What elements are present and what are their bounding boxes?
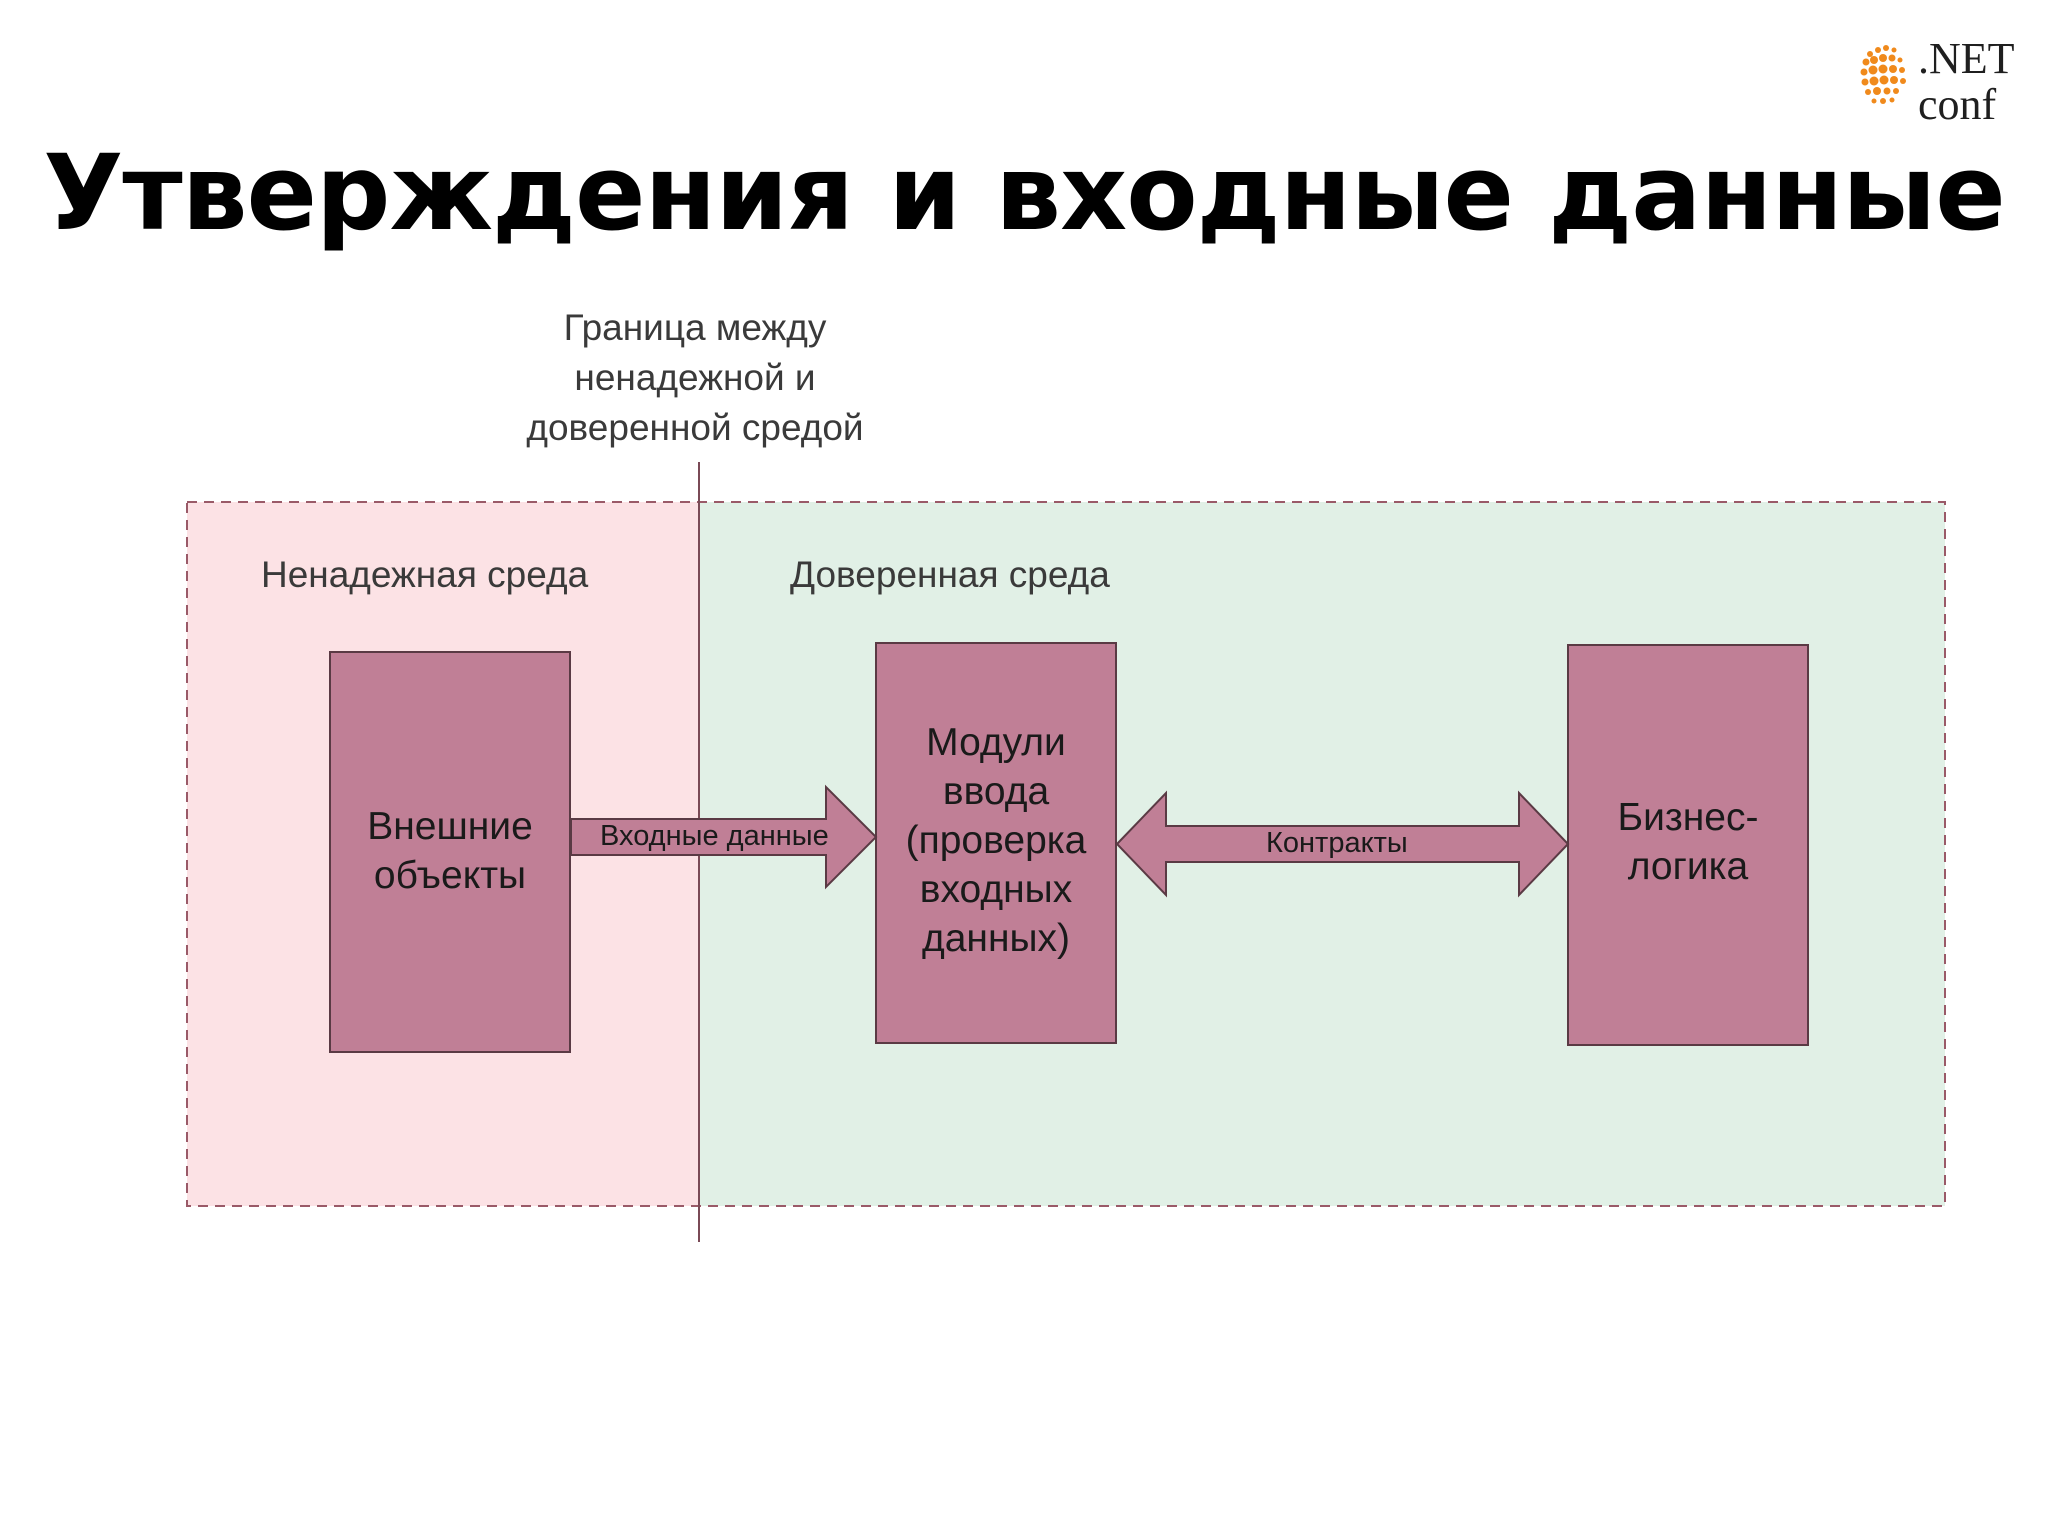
logo-text-conf: conf [1918,80,1997,129]
untrusted-zone-label: Ненадежная среда [261,554,589,595]
trust-boundary-label: Граница между ненадежной и доверенной ср… [526,307,864,448]
contracts-label: Контракты [1266,827,1408,859]
logo-text-net: .NET [1918,34,2015,83]
environment-border [186,501,1946,1207]
input-data-arrow [570,784,878,890]
input-modules-label: Модули ввода (проверка входных данных) [905,721,1087,960]
business-logic-label: Бизнес- логика [1617,796,1759,888]
logo-text: .NET conf [1918,36,2015,128]
logo-dots-icon [1860,45,1906,104]
business-logic-box [1567,644,1809,1046]
slide-title: Утверждения и входные данные [43,132,2006,254]
contracts-arrow [1115,790,1570,898]
input-data-label: Входные данные [600,820,829,852]
trusted-zone-label: Доверенная среда [790,554,1110,595]
input-modules-box [875,642,1117,1044]
external-objects-box [329,651,571,1053]
external-objects-label: Внешние объекты [367,805,533,897]
dotnetconf-logo: .NET conf [1856,36,2026,128]
